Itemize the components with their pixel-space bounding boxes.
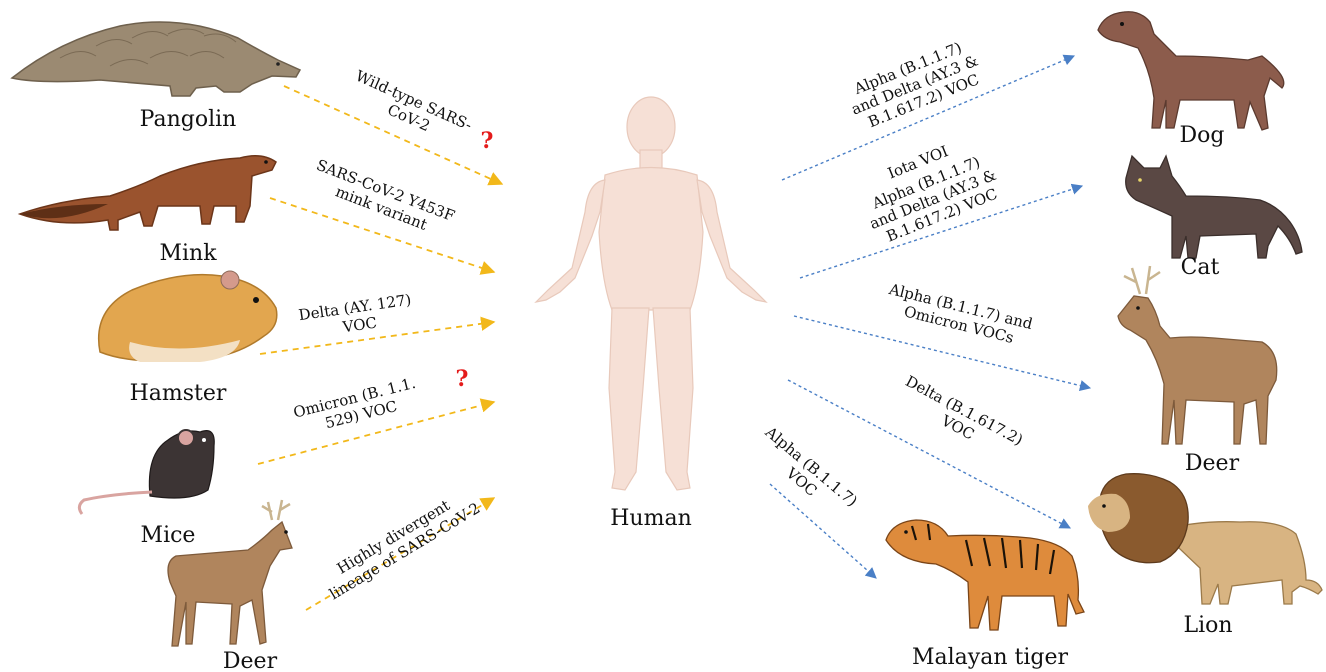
hamster-label: Hamster — [130, 381, 227, 406]
variant-label-dog: Alpha (B.1.1.7) and Delta (AY.3 & B.1.61… — [842, 33, 992, 135]
mink-label: Mink — [159, 241, 217, 266]
variant-label-tiger: Alpha (B.1.1.7) VOC — [749, 422, 864, 527]
lion-illustration — [1088, 474, 1322, 604]
variant-label-deer-right: Alpha (B.1.1.7) and Omicron VOCs — [882, 280, 1039, 352]
deer-right-illustration — [1118, 266, 1277, 444]
deer-right-label: Deer — [1185, 451, 1240, 476]
pangolin-illustration — [12, 22, 300, 96]
tiger-illustration — [886, 520, 1084, 630]
variant-label-pangolin: Wild-type SARS- CoV-2 — [346, 67, 480, 153]
variant-label-mink: SARS-CoV-2 Y453F mink variant — [307, 156, 461, 244]
variant-label-mice: Omicron (B. 1.1. 529) VOC — [291, 373, 426, 439]
uncertain-mark-pangolin: ? — [481, 128, 494, 154]
cat-label: Cat — [1181, 255, 1220, 280]
deer-left-label: Deer — [223, 649, 278, 672]
mice-label: Mice — [141, 523, 196, 548]
variant-label-deer-left: Highly divergent lineage of SARS-CoV-2 — [317, 484, 483, 604]
human-figure — [536, 97, 766, 490]
variant-label-hamster: Delta (AY. 127) VOC — [297, 290, 419, 342]
inbound-arrows — [258, 86, 502, 610]
deer-left-illustration — [168, 500, 292, 646]
malayan-tiger-label: Malayan tiger — [912, 645, 1068, 670]
pangolin-label: Pangolin — [140, 107, 237, 132]
uncertain-mark-mice: ? — [456, 366, 469, 392]
mouse-illustration — [79, 430, 214, 514]
lion-label: Lion — [1183, 613, 1232, 638]
human-label: Human — [610, 506, 692, 531]
mink-illustration — [20, 156, 276, 230]
variant-label-lion: Delta (B.1.617.2) VOC — [894, 372, 1030, 467]
arrow-human-to-lion — [788, 380, 1070, 528]
dog-illustration — [1098, 12, 1284, 130]
variant-label-cat: Iota VOI Alpha (B.1.1.7) and Delta (AY.3… — [852, 127, 1010, 250]
hamster-illustration — [99, 271, 277, 362]
cat-illustration — [1126, 156, 1302, 258]
dog-label: Dog — [1180, 123, 1225, 148]
